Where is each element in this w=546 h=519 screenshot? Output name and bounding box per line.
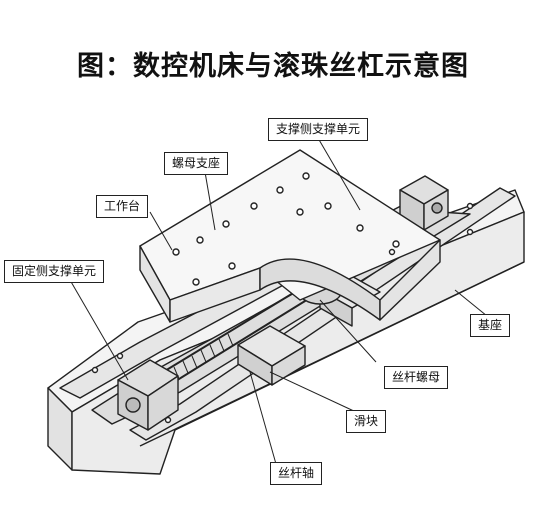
leader-lines	[69, 137, 488, 465]
worktable-bolt-holes	[172, 172, 400, 286]
figure-title: 图：数控机床与滚珠丝杠示意图	[77, 51, 469, 82]
label-nut-seat: 螺母支座	[164, 152, 229, 175]
right-rail	[129, 187, 516, 441]
label-screw-nut: 丝杆螺母	[384, 366, 449, 389]
worktable-plate	[139, 149, 441, 323]
label-fixed-side-unit: 固定侧支撑单元	[4, 260, 105, 283]
label-slider: 滑块	[346, 410, 387, 433]
label-support-side-unit: 支撑侧支撑单元	[268, 118, 369, 141]
support-side-support-block	[399, 175, 449, 231]
rail-bolt-holes	[91, 202, 474, 424]
slider-block-front	[237, 325, 306, 386]
label-screw-shaft: 丝杆轴	[270, 462, 323, 485]
label-worktable: 工作台	[96, 195, 149, 218]
label-base: 基座	[470, 314, 511, 337]
fixed-side-support-block	[117, 359, 179, 431]
